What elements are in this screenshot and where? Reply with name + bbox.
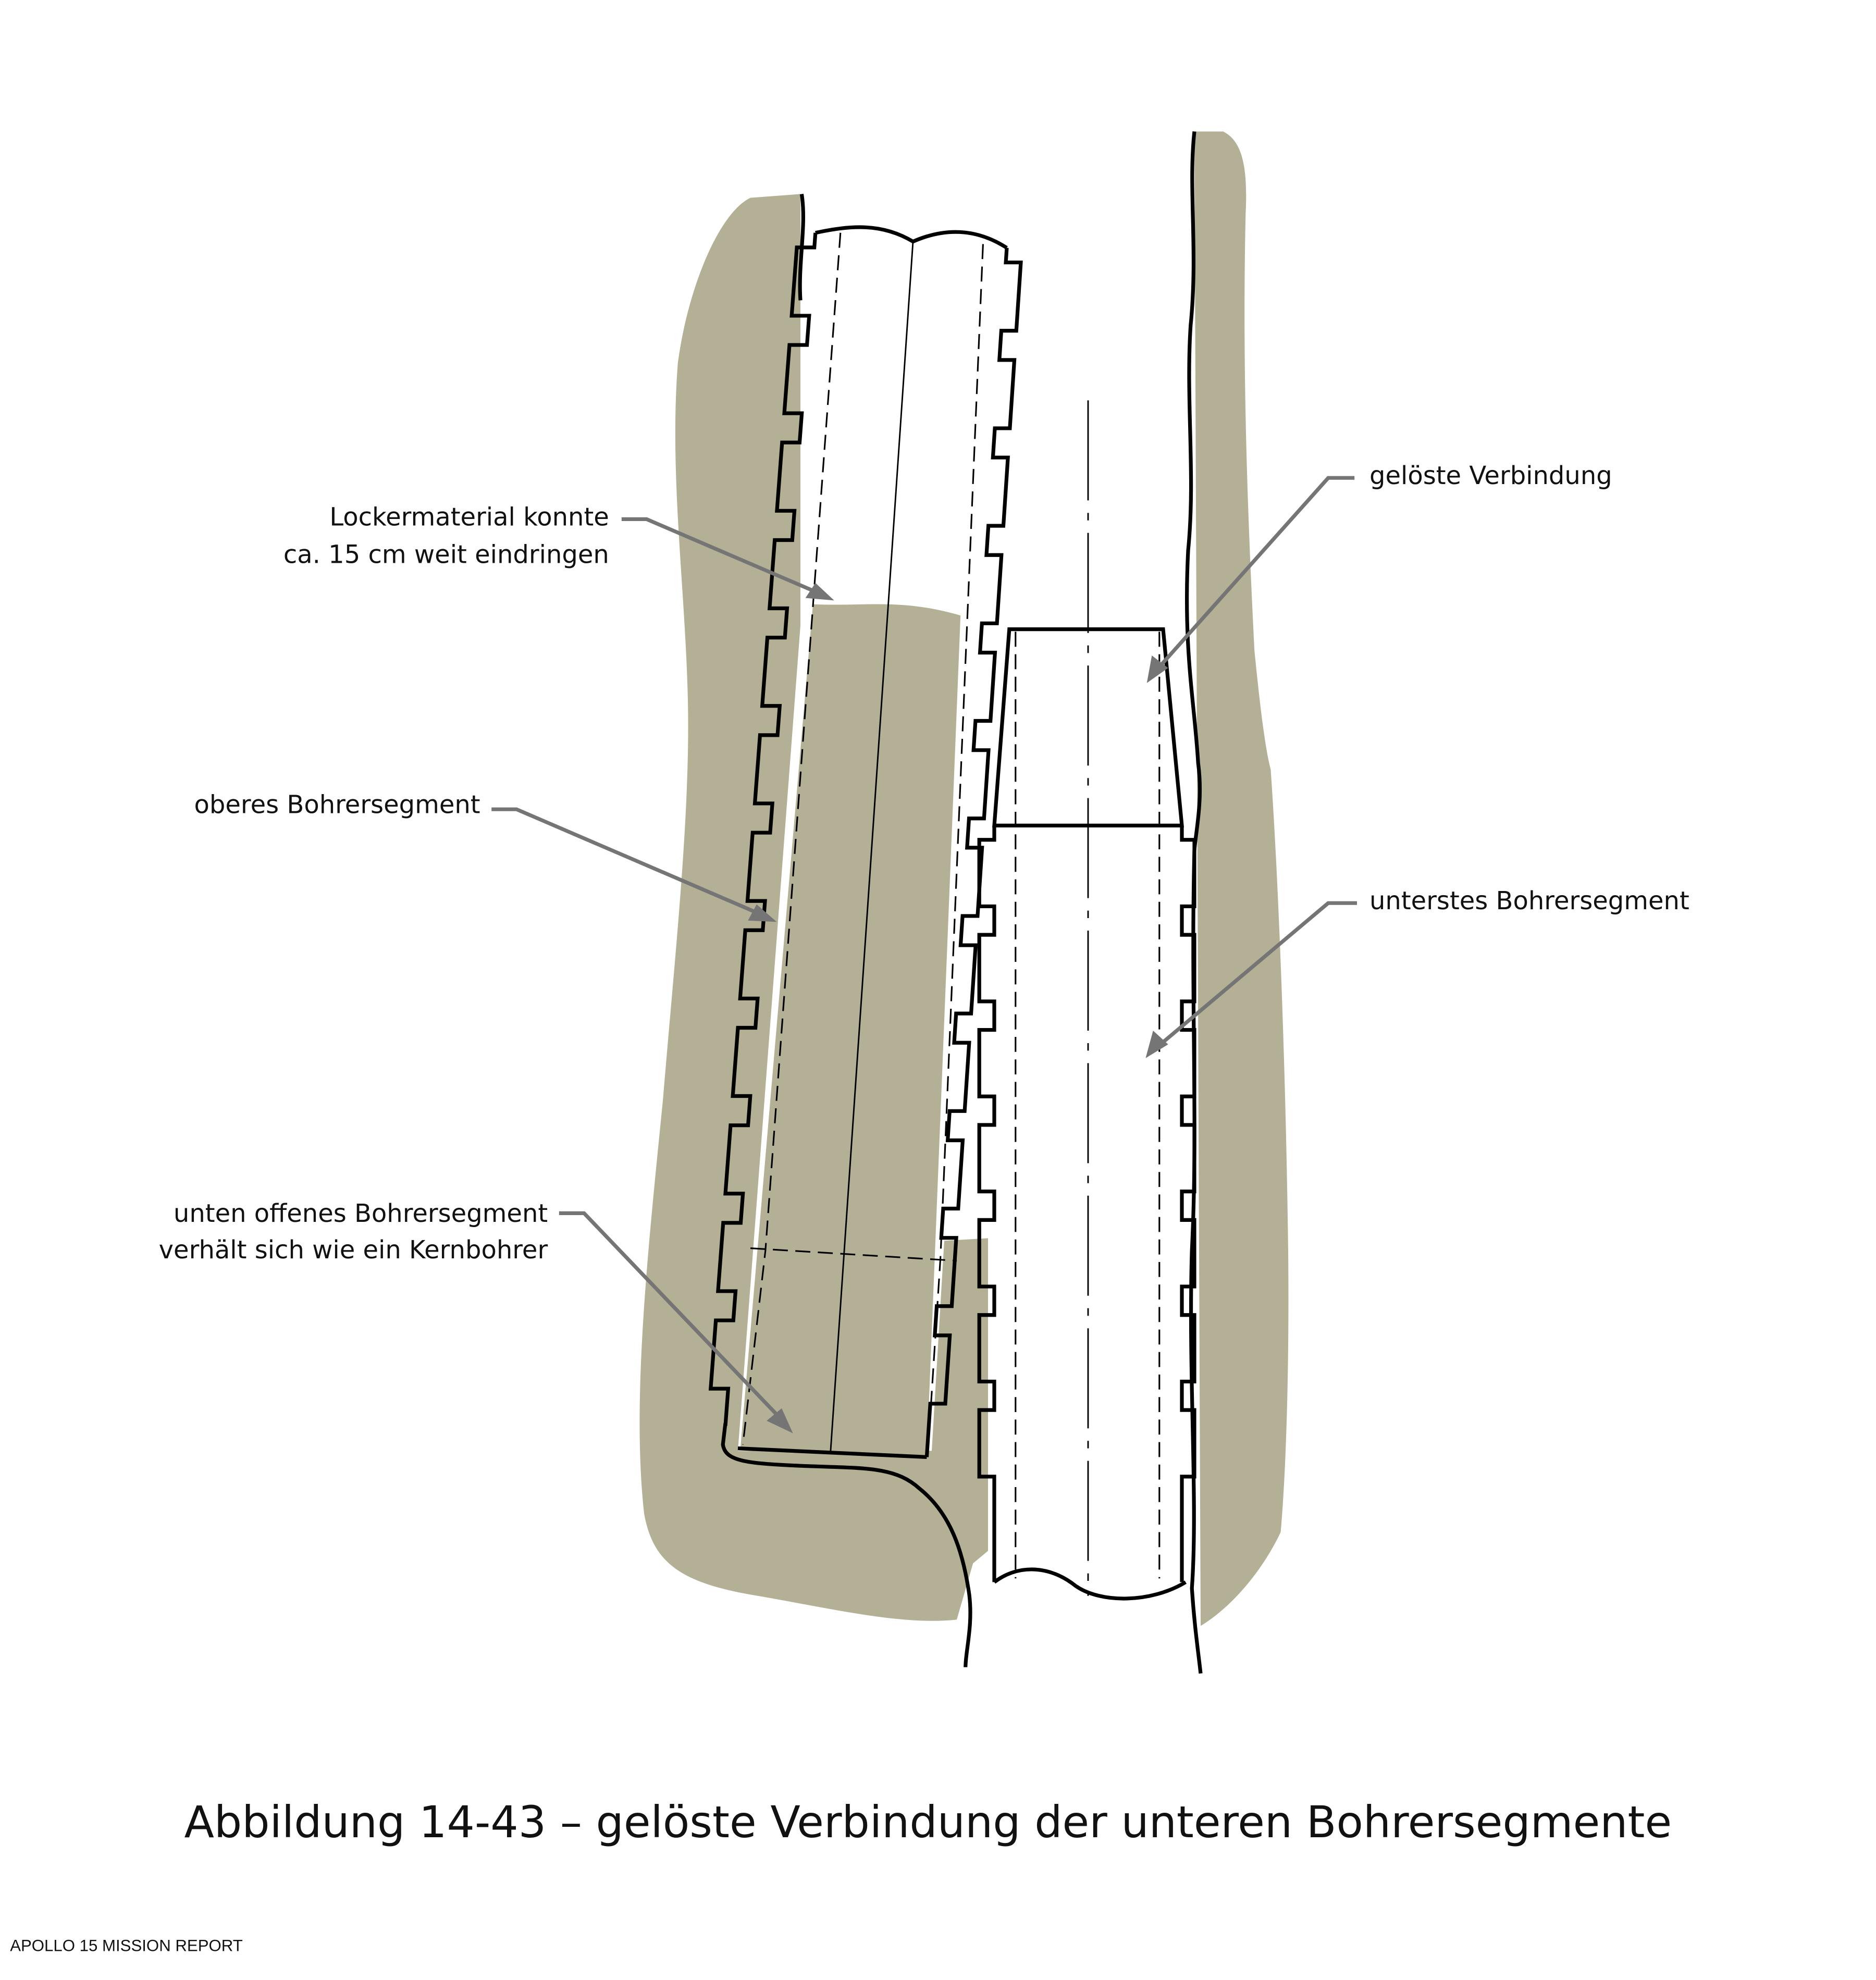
soil-right	[1194, 131, 1289, 1626]
label-lowest-segment: unterstes Bohrersegment	[1369, 886, 1689, 915]
upper-tube-right-wall	[924, 247, 1023, 1457]
label-loose-material-2: ca. 15 cm weit eindringen	[283, 540, 609, 569]
label-upper-segment: oberes Bohrersegment	[194, 790, 480, 819]
leader-loose-material	[621, 517, 834, 601]
soil-left	[639, 194, 988, 1621]
label-open-segment-1: unten offenes Bohrersegment	[174, 1199, 548, 1228]
hole-wall-left-top	[798, 193, 805, 301]
upper-tube-inner-right	[927, 244, 984, 1451]
lower-segment-bottom	[993, 1567, 1187, 1601]
hole-wall-right	[1184, 131, 1203, 1674]
upper-tube-left-wall	[708, 232, 818, 1426]
leader-lowest-segment	[1145, 901, 1357, 1058]
leader-open-segment	[559, 1211, 793, 1433]
upper-tube-inner-left	[742, 232, 842, 1445]
upper-tube-bottom	[737, 1446, 927, 1459]
core-soil	[740, 604, 961, 1457]
hole-wall-left-bottom	[721, 1423, 972, 1667]
figure-caption: Abbildung 14-43 – gelöste Verbindung der…	[184, 1797, 1672, 1848]
leader-upper-segment	[491, 807, 777, 922]
upper-tube-top	[815, 225, 1008, 250]
label-loose-material-1: Lockermaterial konnte	[329, 502, 609, 531]
core-bit-joint	[750, 1247, 957, 1262]
label-open-segment-2: verhält sich wie ein Kernbohrer	[159, 1235, 548, 1265]
upper-tube-centerline	[830, 241, 914, 1454]
label-detached-joint: gelöste Verbindung	[1369, 461, 1612, 490]
leader-detached-joint	[1146, 476, 1355, 683]
footer-source: APOLLO 15 MISSION REPORT	[10, 1936, 243, 1954]
lower-segment-left-wall	[977, 825, 996, 1582]
lower-segment-cone	[992, 627, 1184, 827]
